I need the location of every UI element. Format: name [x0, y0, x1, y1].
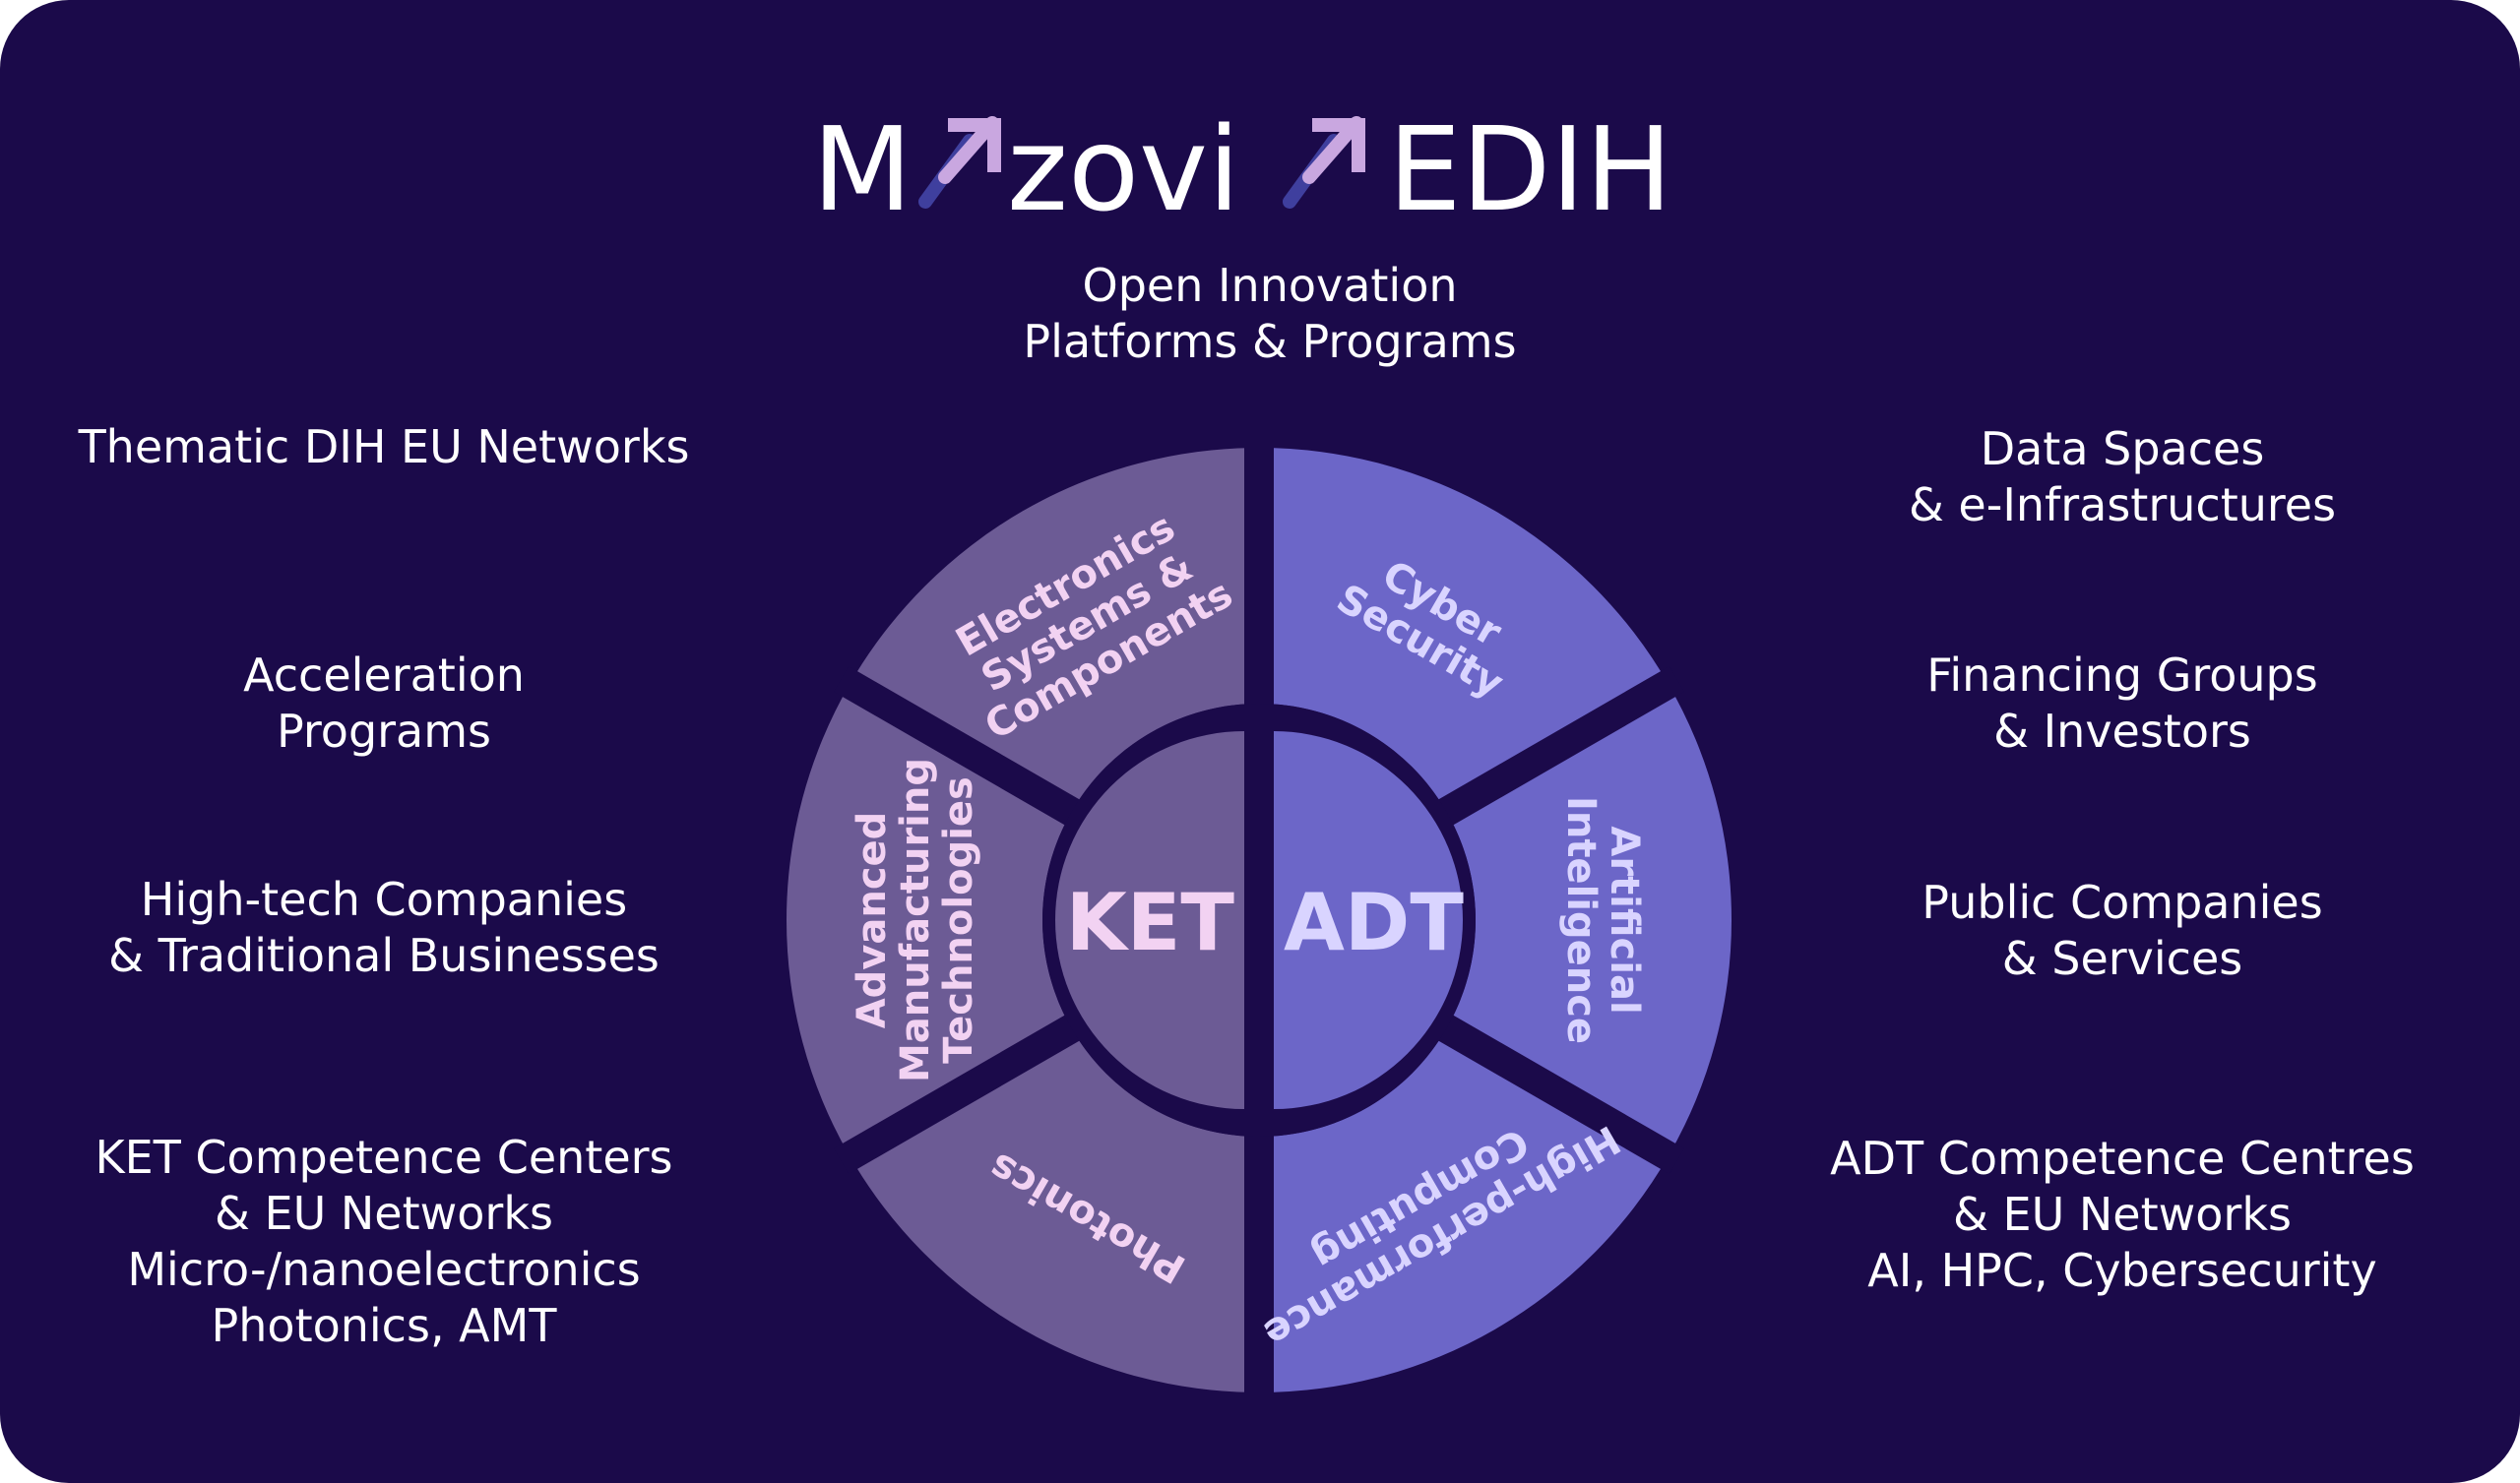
- mazovia-edih-logo: M zovi EDIH: [812, 101, 1672, 231]
- logo-letters-zovi: zovi: [1007, 101, 1240, 231]
- segment-electronics: [850, 448, 1259, 812]
- left-label-ket-competence: KET Competence Centers & EU Networks Mic…: [94, 1131, 673, 1352]
- top-label: Open Innovation Platforms & Programs: [1023, 259, 1517, 368]
- logo-word-edih: EDIH: [1388, 101, 1672, 231]
- right-label-data-spaces: Data Spaces & e-Infrastructures: [1908, 422, 2337, 531]
- right-label-public-companies: Public Companies & Services: [1922, 876, 2323, 985]
- right-label-adt-competence: ADT Competence Centres & EU Networks AI,…: [1830, 1132, 2415, 1297]
- core-label-adt: ADT: [1284, 877, 1464, 968]
- left-label-acceleration: Acceleration Programs: [243, 649, 525, 758]
- label-artificial-intelligence-line: Inteligence: [1558, 796, 1604, 1044]
- segment-artificial-intelligence: [1446, 684, 1732, 1156]
- segment-cyber-security: [1259, 448, 1669, 812]
- left-label-thematic-dih: Thematic DIH EU Networks: [78, 420, 690, 473]
- label-advanced-manufacturing-line: Manufacturing: [893, 758, 938, 1082]
- segment-advanced-manufacturing: [787, 684, 1072, 1156]
- label-artificial-intelligence-line: Artificial: [1602, 826, 1647, 1014]
- segment-photonics: [850, 1028, 1259, 1392]
- logo-arrow-1: [918, 116, 1001, 209]
- logo-letter-m: M: [812, 101, 913, 231]
- left-label-high-tech: High-tech Companies & Traditional Busine…: [108, 873, 660, 982]
- label-advanced-manufacturing-line: Technologies: [936, 776, 981, 1064]
- label-advanced-manufacturing-line: Advanced: [850, 812, 895, 1029]
- right-label-financing: Financing Groups & Investors: [1926, 649, 2318, 758]
- core-label-ket: KET: [1066, 877, 1235, 968]
- core-adt-half: [1274, 731, 1463, 1109]
- logo-arrow-2: [1283, 116, 1365, 209]
- core-ket-half: [1055, 731, 1244, 1109]
- segment-high-performance-computing: [1259, 1028, 1669, 1392]
